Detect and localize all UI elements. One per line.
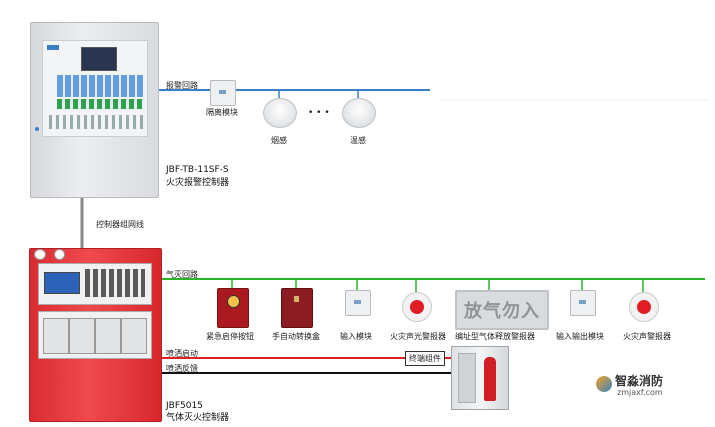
emergency-knob (227, 295, 240, 308)
zone-module (121, 318, 147, 354)
controller-logo-icon (47, 45, 59, 50)
sound-alarm-label: 火灾声警报器 (623, 332, 671, 341)
gas-controller-logo-icon (34, 249, 46, 260)
gas-controller-logo2-icon (54, 249, 65, 260)
gas-controller-display (44, 272, 80, 294)
input-module-icon (345, 290, 371, 316)
smoke-detector-icon (263, 98, 297, 128)
sound-light-alarm-icon (402, 292, 432, 322)
io-module-icon (570, 290, 596, 316)
spray-start-label: 喷洒启动 (166, 349, 198, 358)
isolation-module-icon (210, 80, 236, 106)
isolation-module-label: 隔离模块 (206, 108, 238, 117)
zone-module (95, 318, 121, 354)
gas-cylinder-icon (484, 357, 496, 401)
brand-url: zmjaxf.com (617, 388, 663, 397)
terminal-label: 终端组件 (409, 354, 441, 363)
heat-detector-label: 温感 (350, 136, 366, 145)
alarm-light (637, 300, 651, 314)
top-controller-name: 火灾报警控制器 (166, 178, 230, 188)
sound-alarm-icon (629, 292, 659, 322)
fire-alarm-controller (30, 22, 159, 198)
controller-lock-icon (35, 127, 39, 131)
gas-controller-upper-panel (38, 263, 152, 305)
top-controller-model: JBF-TB-11SF-S (166, 165, 229, 175)
brand-name: 智淼消防 (615, 374, 664, 388)
release-indicator-icon: 放气勿入 (455, 290, 549, 330)
module-led (219, 90, 226, 94)
sound-light-alarm-label: 火灾声光警报器 (390, 332, 446, 341)
alarm-loop-label: 报警回路 (166, 81, 198, 90)
brand-logo-icon (596, 376, 612, 392)
controller-panel (42, 40, 148, 137)
io-module-label: 输入输出模块 (556, 332, 604, 341)
emergency-button-icon (217, 288, 249, 328)
gas-extinguishing-controller (29, 248, 162, 422)
gas-controller-lower-panel (38, 311, 152, 359)
module-led (354, 300, 361, 304)
controller-display (81, 47, 117, 71)
switch-key (294, 296, 299, 302)
controller-keypad (57, 75, 143, 97)
gas-loop-label: 气灭回路 (166, 270, 198, 279)
manual-auto-switch-icon (281, 288, 313, 328)
zone-module (43, 318, 69, 354)
controller-keypad-row2 (57, 99, 143, 109)
zone-module (69, 318, 95, 354)
cabinet-door (458, 353, 476, 403)
bottom-controller-model: JBF5015 (166, 401, 203, 411)
terminal-label-box: 终端组件 (405, 351, 445, 366)
spray-feedback-label: 喷洒反馈 (166, 364, 198, 373)
smoke-detector-label: 烟感 (271, 136, 287, 145)
controller-led-strip (49, 115, 145, 129)
gas-cylinder-cabinet (451, 346, 509, 410)
bottom-controller-name: 气体灭火控制器 (166, 413, 230, 423)
module-led (579, 300, 586, 304)
gas-controller-keypad (85, 269, 145, 297)
heat-detector-icon (342, 98, 376, 128)
manual-auto-switch-label: 手自动转换盒 (272, 332, 320, 341)
release-indicator-label: 编址型气体释放警报器 (455, 332, 535, 341)
alarm-light (410, 300, 424, 314)
ellipsis: • • • (308, 108, 330, 118)
release-sign-text: 放气勿入 (464, 301, 540, 322)
network-line-label: 控制器组网线 (96, 220, 144, 229)
input-module-label: 输入模块 (340, 332, 372, 341)
emergency-button-label: 紧急启停按钮 (206, 332, 254, 341)
